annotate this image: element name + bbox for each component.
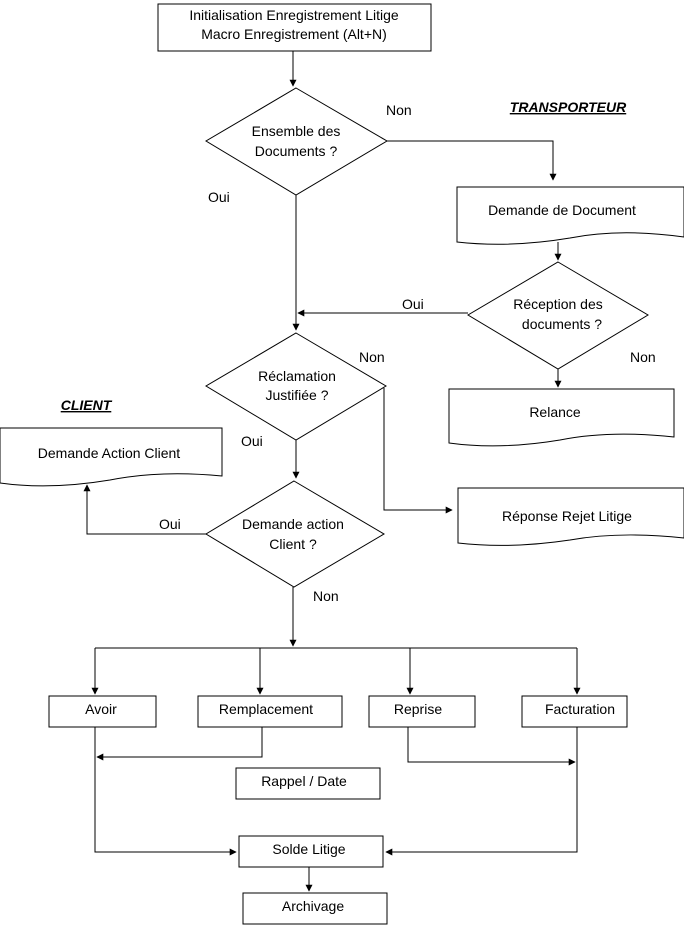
avoir-shape xyxy=(48,695,157,728)
label-non-ensemble: Non xyxy=(386,102,412,118)
demande-document-shape xyxy=(456,186,684,245)
label-oui-ensemble: Oui xyxy=(208,189,230,205)
init-box-shape xyxy=(157,3,432,52)
reception-line2: documents ? xyxy=(522,316,602,332)
demande-action-client-box: Demande Action Client xyxy=(0,427,223,487)
archivage-shape xyxy=(242,892,388,925)
facturation-box: Facturation xyxy=(521,695,628,728)
avoir-box: Avoir xyxy=(48,695,157,728)
rappel-date-shape xyxy=(235,767,381,800)
demande-action-decision: Demande action Client ? xyxy=(205,480,385,588)
reclamation-diamond xyxy=(205,332,387,441)
init-process-box: Initialisation Enregistrement Litige Mac… xyxy=(157,3,432,52)
connector-demande-action-to-client xyxy=(83,484,207,535)
ensemble-decision: Ensemble des Documents ? xyxy=(205,87,388,196)
label-oui-reclamation: Oui xyxy=(241,433,263,449)
reception-line1: Réception des xyxy=(513,296,603,312)
demande-document-label: Demande de Document xyxy=(488,202,636,218)
demande-action-line1: Demande action xyxy=(242,516,344,532)
relance-shape xyxy=(448,388,675,447)
relance-label: Relance xyxy=(529,404,581,420)
remplacement-shape xyxy=(197,695,343,728)
avoir-label: Avoir xyxy=(85,701,117,717)
connector-remplacement-to-avoir-line xyxy=(96,727,263,761)
branch-labels: Non Oui Oui Non Non Oui Oui Non xyxy=(159,102,656,604)
connector-reprise-to-facturation-line xyxy=(407,727,576,766)
reception-diamond xyxy=(467,261,649,370)
facturation-shape xyxy=(521,695,628,728)
connector-facturation-to-solde xyxy=(385,727,578,856)
reception-decision: Réception des documents ? xyxy=(467,261,649,370)
ensemble-diamond xyxy=(205,87,388,196)
demande-action-client-label: Demande Action Client xyxy=(38,445,181,461)
connector-avoir-to-solde xyxy=(94,727,237,856)
relance-box: Relance xyxy=(448,388,675,447)
reclamation-line1: Réclamation xyxy=(258,368,336,384)
archivage-box: Archivage xyxy=(242,892,388,925)
reprise-label: Reprise xyxy=(394,701,442,717)
reponse-rejet-label: Réponse Rejet Litige xyxy=(502,508,632,524)
demande-document-box: Demande de Document xyxy=(456,186,684,245)
reprise-shape xyxy=(368,695,476,728)
solde-litige-label: Solde Litige xyxy=(272,841,345,857)
label-non-demande-action: Non xyxy=(313,588,339,604)
label-non-reception: Non xyxy=(630,349,656,365)
label-non-reclamation: Non xyxy=(359,349,385,365)
demande-action-diamond xyxy=(205,480,385,588)
reprise-box: Reprise xyxy=(368,695,476,728)
connector-reclamation-to-reponse-rejet xyxy=(383,388,453,514)
rappel-date-label: Rappel / Date xyxy=(261,773,347,789)
solde-litige-shape xyxy=(238,835,384,868)
reponse-rejet-shape xyxy=(457,487,684,546)
reclamation-line2: Justifiée ? xyxy=(265,387,328,403)
remplacement-label: Remplacement xyxy=(219,701,313,717)
facturation-label: Facturation xyxy=(545,701,615,717)
label-oui-reception: Oui xyxy=(402,296,424,312)
solde-litige-box: Solde Litige xyxy=(238,835,384,868)
header-transporteur: TRANSPORTEUR xyxy=(510,99,627,115)
label-oui-demande-action: Oui xyxy=(159,516,181,532)
reponse-rejet-box: Réponse Rejet Litige xyxy=(457,487,684,546)
connectors xyxy=(83,51,581,892)
reclamation-decision: Réclamation Justifiée ? xyxy=(205,332,387,441)
archivage-label: Archivage xyxy=(282,898,344,914)
header-client: CLIENT xyxy=(61,397,113,413)
init-line1: Initialisation Enregistrement Litige xyxy=(189,7,399,23)
demande-action-client-shape xyxy=(0,427,223,487)
rappel-date-box: Rappel / Date xyxy=(235,767,381,800)
init-line2: Macro Enregistrement (Alt+N) xyxy=(201,26,387,42)
ensemble-line2: Documents ? xyxy=(255,143,338,159)
ensemble-line1: Ensemble des xyxy=(252,123,341,139)
demande-action-line2: Client ? xyxy=(269,536,317,552)
remplacement-box: Remplacement xyxy=(197,695,343,728)
connector-ensemble-to-demande-document xyxy=(387,140,557,181)
